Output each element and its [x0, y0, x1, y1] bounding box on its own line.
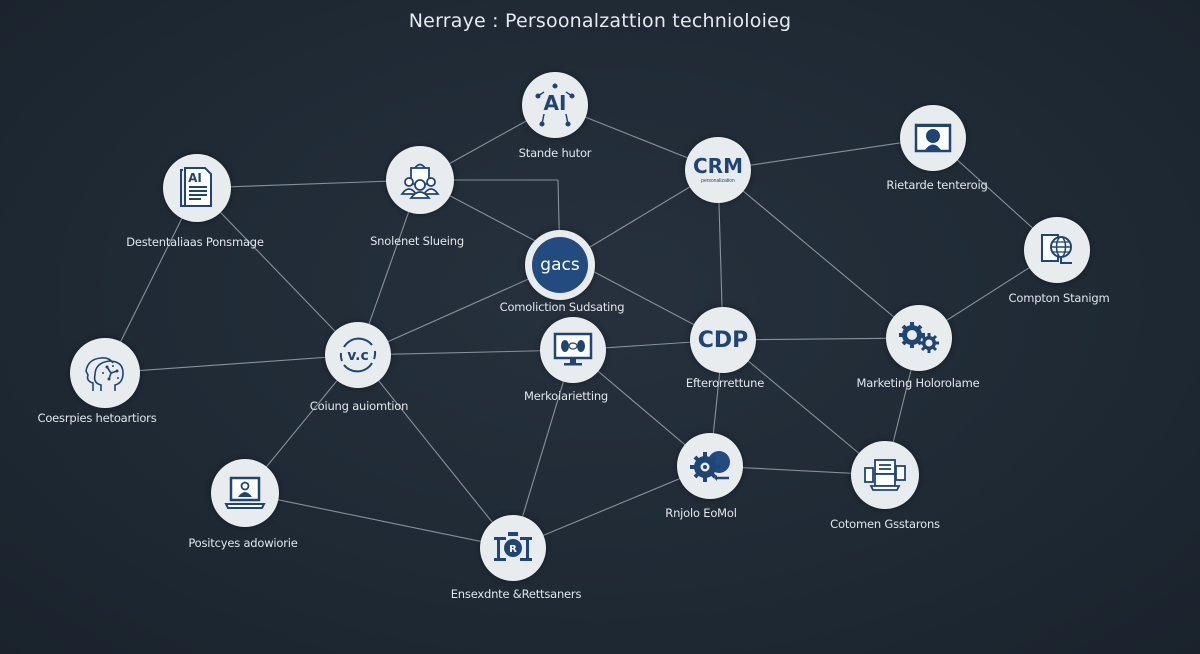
- globe-document-icon: [1041, 234, 1072, 264]
- crm-icon: CRM: [693, 154, 743, 178]
- svg-text:v.c: v.c: [347, 348, 369, 364]
- edge-brain-vc: [104, 354, 359, 374]
- edge-crm-gears: [717, 169, 920, 339]
- node-label-ai: Stande hutor: [518, 146, 592, 160]
- brain-head-icon: [85, 357, 124, 391]
- node-label-globe: Compton Stanigm: [1008, 291, 1110, 305]
- node-label-gears: Marketing Holorolame: [856, 376, 980, 390]
- edge-crm-frame: [717, 137, 934, 171]
- edge-doc-people: [196, 179, 421, 189]
- portrait-frame-icon: [914, 123, 952, 153]
- ai-network-icon: AI: [535, 83, 575, 127]
- gacs-text: gacs: [540, 255, 580, 275]
- node-label-bank: Ensexdnte &Rettsaners: [450, 587, 582, 601]
- edge-gearglobe-bank: [512, 465, 711, 549]
- gacs-badge-icon: gacs: [532, 237, 588, 293]
- edge-doc-vc: [196, 187, 359, 356]
- edge-monitor-bank: [512, 349, 574, 549]
- svg-text:R: R: [509, 544, 517, 555]
- cdp-icon: CDP: [697, 327, 749, 353]
- node-gacs[interactable]: gacs: [525, 230, 595, 300]
- node-monitor[interactable]: [540, 317, 606, 383]
- node-ai[interactable]: AI: [522, 72, 588, 138]
- node-laptop[interactable]: [211, 459, 279, 527]
- node-label-people: Snolenet Slueing: [370, 234, 464, 248]
- diagram-title: Nerraye : Persoonalzattion technioloieg: [408, 10, 792, 32]
- devices-icon: [864, 459, 906, 491]
- bank-icon: R: [494, 532, 532, 561]
- cycle-vc-icon: v.c: [339, 337, 377, 373]
- node-brain[interactable]: [70, 338, 140, 408]
- node-label-gacs: Comoliction Sudsating: [499, 300, 625, 314]
- node-crm[interactable]: CRM personalization: [685, 137, 751, 203]
- node-label-frame: Rietarde tenteroig: [886, 178, 988, 192]
- node-label-doc: Destentaliaas Ponsmage: [126, 235, 264, 249]
- ai-document-icon: AI: [180, 167, 212, 207]
- edge-vc-bank: [357, 354, 514, 549]
- gear-globe-icon: [690, 451, 730, 482]
- node-doc[interactable]: AI: [163, 154, 231, 222]
- edge-gacs-vc: [357, 264, 561, 356]
- node-vc[interactable]: v.c: [325, 322, 391, 388]
- node-label-gearglobe: Rnjolo EoMol: [665, 506, 737, 520]
- node-label-vc: Coiung auiomtion: [309, 399, 409, 413]
- node-people[interactable]: [386, 146, 454, 214]
- node-cdp[interactable]: CDP: [690, 307, 756, 373]
- node-label-laptop: Positcyes adowiorie: [188, 536, 298, 550]
- edge-laptop-bank: [244, 492, 514, 549]
- node-label-monitor: Merkoiarietting: [523, 389, 609, 403]
- crm-subtext: personalization: [701, 178, 735, 184]
- node-globe[interactable]: [1024, 217, 1090, 283]
- svg-text:AI: AI: [544, 91, 567, 115]
- node-bank[interactable]: R: [480, 515, 546, 581]
- svg-text:AI: AI: [188, 171, 202, 185]
- node-label-cdp: Efterorrettune: [685, 376, 765, 390]
- shopping-people-icon: [400, 163, 440, 199]
- node-label-brain: Coesrpies hetoartiors: [37, 411, 157, 425]
- node-label-devices: Cotomen Gsstarons: [830, 517, 940, 531]
- monitor-icon: [553, 332, 593, 366]
- laptop-user-icon: [224, 476, 266, 509]
- node-devices[interactable]: [851, 441, 919, 509]
- node-gears[interactable]: [886, 305, 952, 371]
- node-gearglobe[interactable]: [677, 433, 743, 499]
- gears-icon: [899, 322, 939, 353]
- node-frame[interactable]: [900, 105, 966, 171]
- edge-vc-monitor: [357, 349, 574, 356]
